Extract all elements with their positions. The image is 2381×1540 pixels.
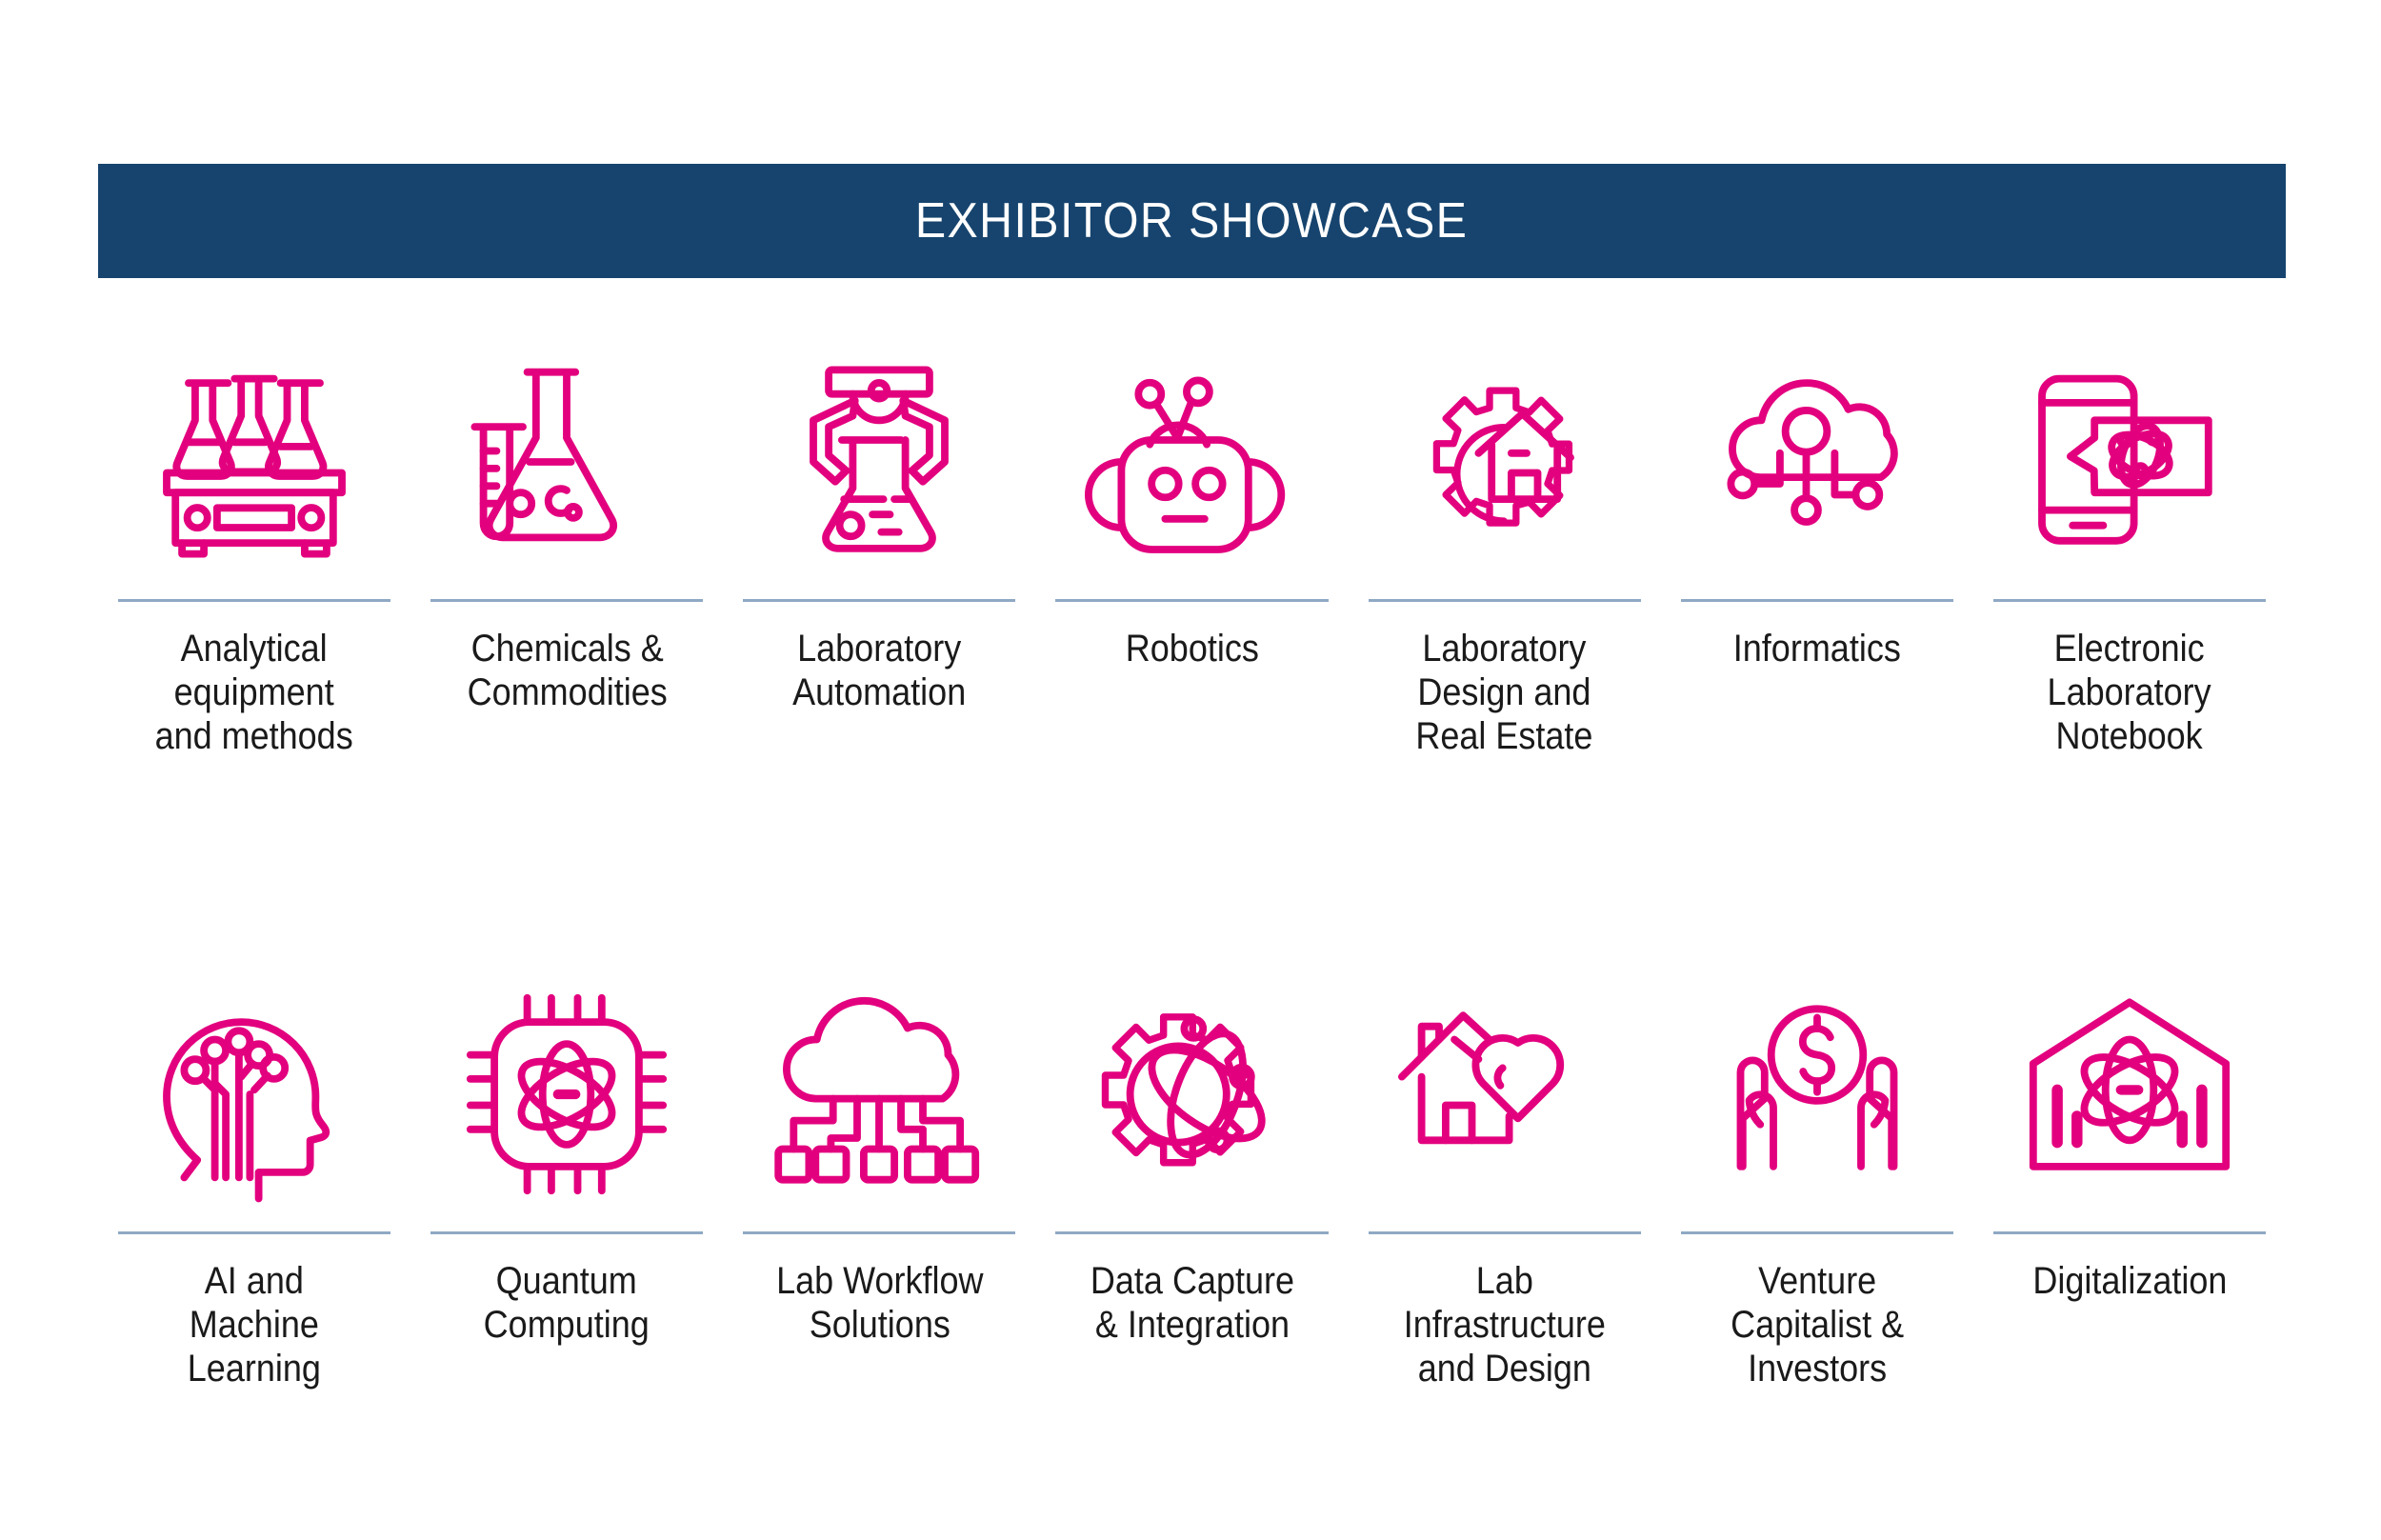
head-circuit-icon bbox=[106, 961, 403, 1228]
category-label: Chemicals & Commodities bbox=[467, 628, 668, 713]
category-label: AI and Machine Learning bbox=[188, 1260, 322, 1390]
cloud-network-icon bbox=[1669, 329, 1966, 595]
category-grid-row-1: Analytical equipment and methods bbox=[98, 329, 2286, 758]
card-divider bbox=[743, 1231, 1016, 1234]
category-card-laboratory-design[interactable]: Laboratory Design and Real Estate bbox=[1349, 329, 1661, 758]
card-divider bbox=[430, 1231, 704, 1234]
flasks-on-hotplate-icon bbox=[106, 329, 403, 595]
card-divider bbox=[1680, 1231, 1953, 1234]
category-card-chemicals-commodities[interactable]: Chemicals & Commodities bbox=[410, 329, 723, 758]
card-divider bbox=[1992, 1231, 2266, 1234]
category-card-quantum-computing[interactable]: Quantum Computing bbox=[410, 961, 723, 1390]
card-divider bbox=[1055, 599, 1329, 602]
category-card-informatics[interactable]: Informatics bbox=[1661, 329, 1973, 758]
card-divider bbox=[118, 1231, 391, 1234]
cpu-atom-icon bbox=[418, 961, 715, 1228]
category-card-laboratory-automation[interactable]: Laboratory Automation bbox=[723, 329, 1035, 758]
category-label: Venture Capitalist & Investors bbox=[1730, 1260, 1904, 1390]
hands-dollar-coin-icon bbox=[1669, 961, 1966, 1228]
card-divider bbox=[1055, 1231, 1329, 1234]
category-label: Analytical equipment and methods bbox=[154, 628, 354, 757]
category-label: Electronic Laboratory Notebook bbox=[2047, 628, 2211, 757]
card-divider bbox=[1368, 599, 1641, 602]
cloud-nodes-icon bbox=[730, 961, 1028, 1228]
category-card-venture-capitalist-investors[interactable]: Venture Capitalist & Investors bbox=[1661, 961, 1973, 1390]
category-label: Laboratory Design and Real Estate bbox=[1415, 628, 1593, 757]
category-card-lab-workflow-solutions[interactable]: Lab Workflow Solutions bbox=[723, 961, 1035, 1390]
category-label: Robotics bbox=[1125, 628, 1259, 670]
card-divider bbox=[430, 599, 704, 602]
category-label: Digitalization bbox=[2031, 1260, 2227, 1302]
category-label: Data Capture & Integration bbox=[1090, 1260, 1294, 1346]
house-atom-chart-icon bbox=[1981, 961, 2278, 1228]
category-card-digitalization[interactable]: Digitalization bbox=[1973, 961, 2286, 1390]
category-label: Quantum Computing bbox=[484, 1260, 650, 1346]
card-divider bbox=[118, 599, 391, 602]
category-label: Informatics bbox=[1732, 628, 1901, 670]
card-divider bbox=[743, 599, 1016, 602]
category-label: Lab Infrastructure and Design bbox=[1403, 1260, 1606, 1390]
category-card-analytical-equipment[interactable]: Analytical equipment and methods bbox=[98, 329, 410, 758]
gear-house-icon bbox=[1356, 329, 1653, 595]
category-card-eln[interactable]: Electronic Laboratory Notebook bbox=[1973, 329, 2286, 758]
category-card-lab-infrastructure-design[interactable]: Lab Infrastructure and Design bbox=[1349, 961, 1661, 1390]
card-divider bbox=[1992, 599, 2266, 602]
card-divider bbox=[1680, 599, 1953, 602]
category-card-ai-machine-learning[interactable]: AI and Machine Learning bbox=[98, 961, 410, 1390]
category-label: Laboratory Automation bbox=[792, 628, 967, 713]
header-bar: EXHIBITOR SHOWCASE bbox=[98, 164, 2286, 278]
gear-atom-icon bbox=[1043, 961, 1340, 1228]
category-card-robotics[interactable]: Robotics bbox=[1035, 329, 1348, 758]
page-title: EXHIBITOR SHOWCASE bbox=[915, 193, 1469, 249]
card-divider bbox=[1368, 1231, 1641, 1234]
house-heart-icon bbox=[1356, 961, 1653, 1228]
phone-atom-bubble-icon bbox=[1981, 329, 2278, 595]
robot-head-icon bbox=[1043, 329, 1340, 595]
category-grid-row-2: AI and Machine Learning bbox=[98, 961, 2286, 1390]
robotic-gripper-flask-icon bbox=[730, 329, 1028, 595]
test-tube-and-flask-icon bbox=[418, 329, 715, 595]
category-label: Lab Workflow Solutions bbox=[775, 1260, 984, 1346]
category-card-data-capture-integration[interactable]: Data Capture & Integration bbox=[1035, 961, 1348, 1390]
